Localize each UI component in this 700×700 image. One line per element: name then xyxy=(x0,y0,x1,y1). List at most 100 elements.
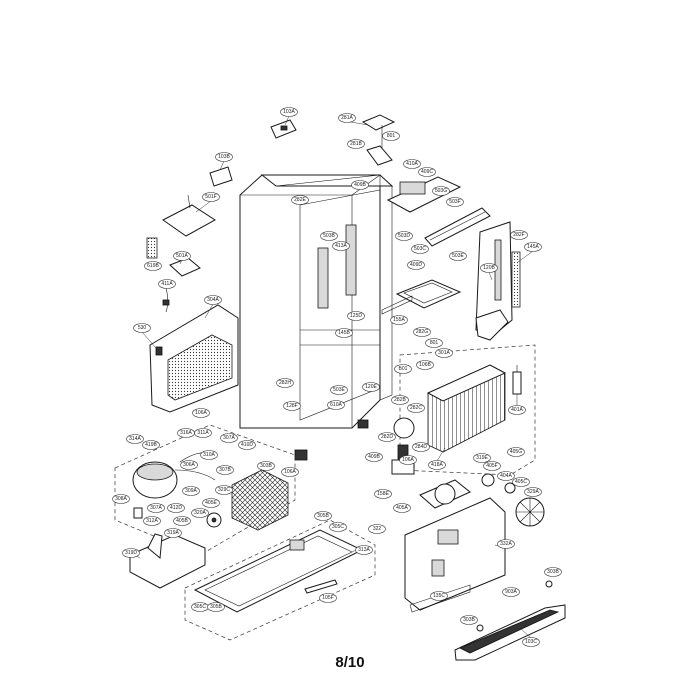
back-cover-304a xyxy=(149,304,239,413)
callout-bubble xyxy=(403,159,421,169)
callout-label: 282G xyxy=(416,329,428,335)
callout-label: 282F xyxy=(513,232,524,238)
callout-label: 308A xyxy=(115,496,127,502)
callout-label: 105F xyxy=(322,595,333,601)
callout-308a: 308A xyxy=(112,494,130,504)
callout-label: 501A xyxy=(176,253,188,259)
callout-103b: 103B xyxy=(215,152,233,162)
callout-label: 145B xyxy=(338,330,350,336)
callout-120e: 120E xyxy=(362,382,380,392)
callout-319e: 319E xyxy=(473,453,491,463)
callout-label: 281B xyxy=(350,141,362,147)
callout-bubble xyxy=(544,567,562,577)
callout-bubble xyxy=(194,428,212,438)
evaporator-418a xyxy=(426,364,507,453)
callout-bubble xyxy=(393,503,411,513)
callout-106a3: 106A xyxy=(281,467,299,477)
callout-label: 329C xyxy=(218,487,230,493)
callout-801a: 801 xyxy=(382,131,400,141)
callout-310a: 310A xyxy=(200,450,218,460)
callout-bubble xyxy=(394,364,412,374)
callout-503e: 503E xyxy=(449,251,467,261)
callout-619b: 619B xyxy=(144,261,162,271)
callout-label: 309A xyxy=(185,488,197,494)
callout-label: B01 xyxy=(399,366,408,372)
callout-label: 120E xyxy=(365,384,377,390)
callout-label: 405G xyxy=(510,449,522,455)
callout-bubble xyxy=(512,477,530,487)
callout-329a: 329A xyxy=(524,487,542,497)
callout-label: 158E xyxy=(377,491,389,497)
callout-label: 405B xyxy=(176,518,188,524)
callout-label: 303B xyxy=(260,463,272,469)
callout-bubble xyxy=(522,637,540,647)
callout-305b2: 305B xyxy=(207,602,225,612)
callout-bubble xyxy=(480,263,498,273)
callout-label: 319D xyxy=(125,550,137,556)
bottom-tray-319d xyxy=(129,533,206,589)
callout-bubble xyxy=(362,382,380,392)
callout-bubble xyxy=(507,447,525,457)
callout-label: 320A xyxy=(194,510,206,516)
callout-128f: 128F xyxy=(283,401,301,411)
callout-bubble xyxy=(391,395,409,405)
callout-label: 106A xyxy=(284,469,296,475)
callout-bubble xyxy=(144,261,162,271)
callout-282e: 282E xyxy=(291,195,309,205)
callout-label: 503C xyxy=(414,246,426,252)
page-number: 8/10 xyxy=(335,654,365,671)
callout-bubble xyxy=(378,432,396,442)
callout-bubble xyxy=(338,113,356,123)
callout-311a: 311A xyxy=(194,428,212,438)
callout-label: 319A xyxy=(167,530,179,536)
callout-bubble xyxy=(460,615,478,625)
callout-801b: 801 xyxy=(425,338,443,348)
callout-label: 410D xyxy=(241,442,253,448)
callout-282d: 282D xyxy=(378,432,396,442)
callout-bubble xyxy=(330,385,348,395)
callout-label: 409B xyxy=(354,182,366,188)
callout-501a: 501A xyxy=(173,251,191,261)
callout-bubble xyxy=(192,408,210,418)
callout-413a: 413A xyxy=(332,241,350,251)
callout-282b: 282B xyxy=(391,395,409,405)
callout-319a: 319A xyxy=(164,528,182,538)
callout-155a: 155A xyxy=(390,315,408,325)
callout-bubble xyxy=(449,251,467,261)
callout-label: 103C xyxy=(525,639,537,645)
connector-619b xyxy=(146,237,158,259)
callout-bubble xyxy=(413,327,431,337)
callout-bubble xyxy=(207,602,225,612)
callout-bubble xyxy=(173,251,191,261)
callout-405b: 405B xyxy=(173,516,191,526)
callout-bubble xyxy=(257,461,275,471)
callout-label: 103A xyxy=(283,109,295,115)
callout-label: 125D xyxy=(350,313,362,319)
rail-145a xyxy=(511,251,521,308)
callout-332a: 332A xyxy=(497,539,515,549)
callout-bubble xyxy=(510,230,528,240)
callout-319d: 319D xyxy=(122,548,140,558)
callout-bubble xyxy=(329,522,347,532)
callout-503f: 503F xyxy=(446,197,464,207)
callout-label: 419B xyxy=(145,442,157,448)
callout-bubble xyxy=(173,516,191,526)
callout-bubble xyxy=(524,487,542,497)
callout-label: 503E xyxy=(452,253,464,259)
callout-label: 501F xyxy=(205,194,216,200)
callout-412d: 412D xyxy=(167,503,185,513)
callout-bubble xyxy=(347,139,365,149)
callout-409b2: 409B xyxy=(365,452,383,462)
callout-label: 303B xyxy=(547,569,559,575)
callout-bubble xyxy=(390,315,408,325)
callout-label: 282H xyxy=(279,380,291,386)
callout-281a: 281A xyxy=(338,113,356,123)
callout-503c: 503C xyxy=(411,244,429,254)
callout-405c: 405C xyxy=(512,477,530,487)
callout-bubble xyxy=(314,511,332,521)
shelf-155a xyxy=(381,295,413,315)
callout-bubble xyxy=(204,295,222,305)
callout-313a: 313A xyxy=(355,545,373,555)
callout-409c: 409C xyxy=(418,167,436,177)
